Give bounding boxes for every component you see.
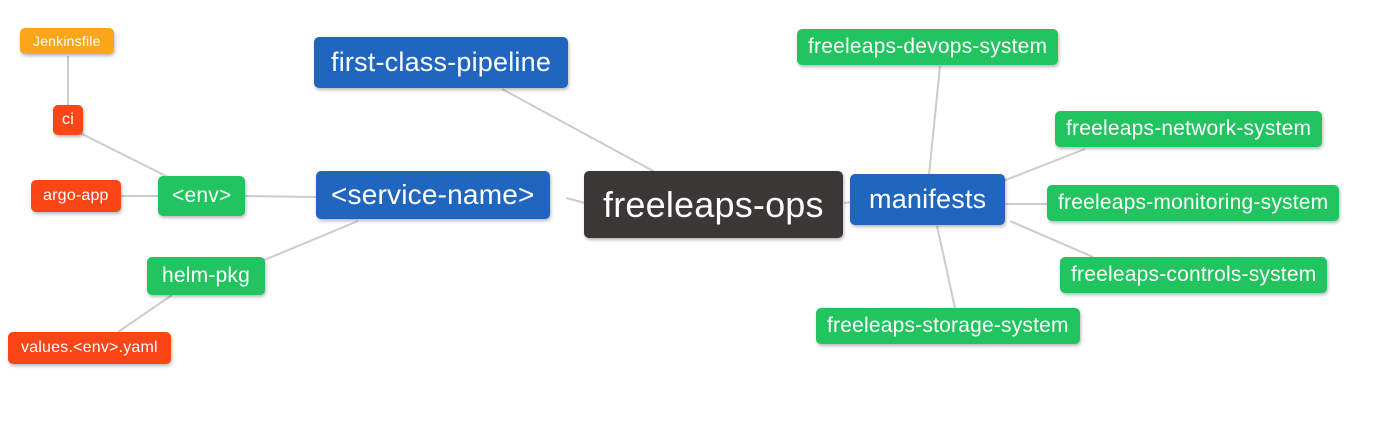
node-freeleaps-network-system[interactable]: freeleaps-network-system [1055, 111, 1323, 148]
node-label: first-class-pipeline [331, 47, 552, 77]
node-label: argo-app [43, 187, 109, 204]
node-freeleaps-devops-system[interactable]: freeleaps-devops-system [797, 29, 1059, 66]
node-freeleaps-monitoring-system[interactable]: freeleaps-monitoring-system [1047, 185, 1340, 222]
node-freeleaps-ops[interactable]: freeleaps-ops [584, 171, 843, 239]
node-label: manifests [869, 184, 987, 214]
node-manifests[interactable]: manifests [850, 174, 1006, 226]
edge-values-helm-pkg [117, 294, 173, 333]
node-label: freeleaps-network-system [1066, 117, 1312, 140]
edge-pipeline-freeleaps-ops [501, 88, 656, 173]
edge-ci-env [79, 132, 173, 180]
node-freeleaps-controls-system[interactable]: freeleaps-controls-system [1060, 257, 1328, 294]
edge-env-service-name [244, 195, 317, 198]
node-label: helm-pkg [162, 264, 250, 287]
edge-manifests-controls-system [1009, 220, 1094, 258]
node-label: <env> [172, 184, 232, 207]
node-freeleaps-storage-system[interactable]: freeleaps-storage-system [816, 308, 1080, 345]
node-label: values.<env>.yaml [21, 339, 158, 356]
node-label: freeleaps-ops [603, 184, 824, 225]
node-label: ci [62, 111, 74, 128]
node-jenkinsfile[interactable]: Jenkinsfile [20, 28, 114, 55]
node-helm-pkg[interactable]: helm-pkg [147, 257, 265, 296]
node-first-class-pipeline[interactable]: first-class-pipeline [314, 37, 569, 89]
node-env[interactable]: <env> [158, 176, 246, 217]
edge-manifests-network-system [1002, 148, 1086, 182]
node-label: <service-name> [331, 179, 535, 210]
node-label: Jenkinsfile [33, 33, 101, 49]
edge-service-freeleaps-ops [565, 197, 586, 204]
node-label: freeleaps-monitoring-system [1058, 191, 1329, 214]
edge-manifests-devops-system [928, 65, 941, 176]
node-label: freeleaps-controls-system [1071, 263, 1317, 286]
node-values-env-yaml[interactable]: values.<env>.yaml [8, 332, 171, 365]
node-argo-app[interactable]: argo-app [31, 180, 121, 213]
node-label: freeleaps-storage-system [827, 314, 1069, 337]
edge-helm-pkg-service-name [261, 220, 359, 262]
node-label: freeleaps-devops-system [808, 35, 1048, 58]
node-service-name[interactable]: <service-name> [316, 171, 550, 220]
edge-manifests-storage-system [936, 225, 956, 309]
node-ci[interactable]: ci [53, 105, 83, 136]
